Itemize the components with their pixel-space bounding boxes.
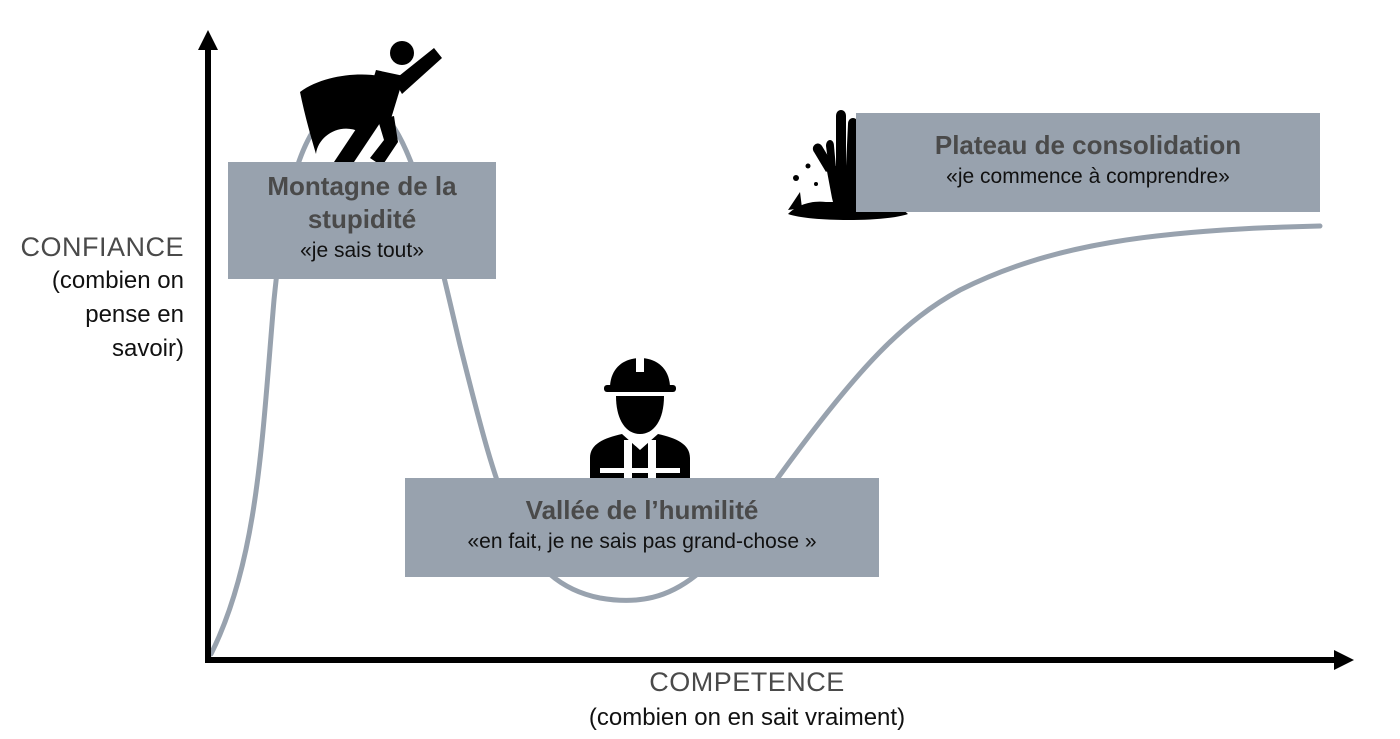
stage-title: Plateau de consolidation [934,130,1242,160]
y-axis-subtitle-line: savoir) [111,335,184,362]
stage-quote: «en fait, je ne sais pas grand-chose » [467,530,817,553]
y-axis-arrowhead [198,30,218,50]
x-axis-label: COMPETENCE (combien on en sait vraiment) [520,664,974,736]
x-axis-arrowhead [1334,650,1354,670]
y-axis-subtitle-line: (combien on [51,267,184,294]
worker-helmet-icon [590,356,690,492]
stage-box-valley-humility: Vallée de l’humilité «en fait, je ne sai… [405,478,879,577]
stage-title: Montagne de la stupidité [267,171,457,234]
stage-box-plateau-consolidation: Plateau de consolidation «je commence à … [856,113,1320,212]
stage-title: Vallée de l’humilité [525,495,759,525]
x-axis-subtitle: (combien on en sait vraiment) [588,704,906,731]
y-axis-subtitle-line: pense en [85,301,184,328]
stage-box-mount-stupidity: Montagne de la stupidité «je sais tout» [228,162,496,279]
x-axis-title: COMPETENCE [649,667,845,697]
superhero-icon [300,41,442,168]
y-axis-label: CONFIANCE (combien on pense en savoir) [20,230,184,366]
stage-quote: «je commence à comprendre» [946,165,1230,188]
stage-quote: «je sais tout» [300,239,424,262]
y-axis-title: CONFIANCE [20,232,184,262]
